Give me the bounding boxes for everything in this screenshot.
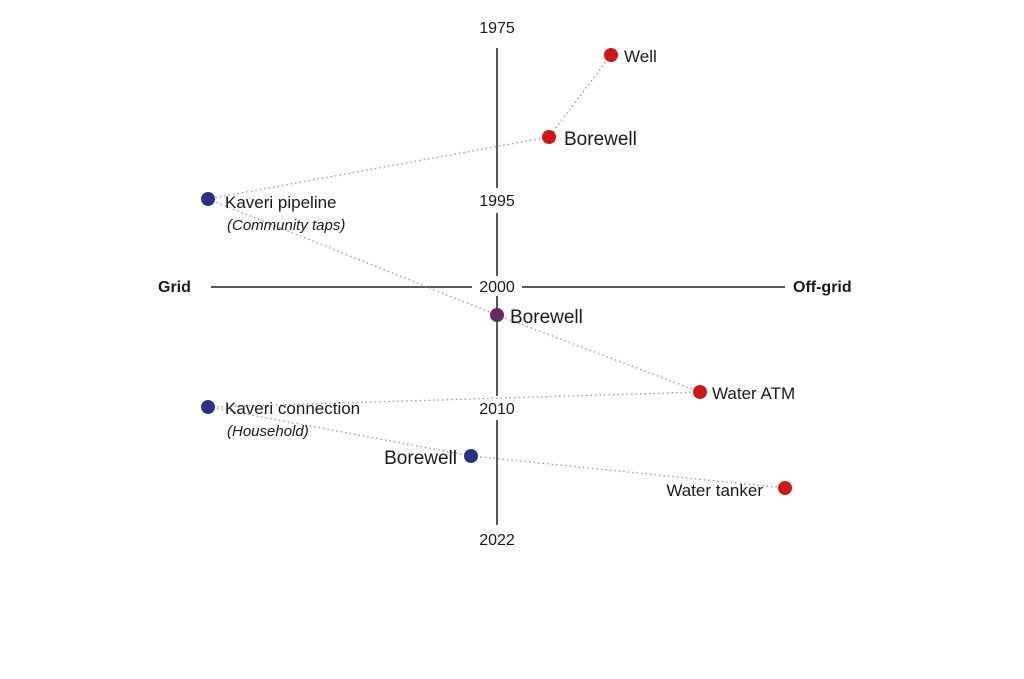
node-marker-offgrid bbox=[542, 130, 556, 144]
year-tick-1975: 1975 bbox=[479, 20, 515, 37]
node-marker-grid bbox=[464, 449, 478, 463]
connector-line bbox=[470, 455, 786, 489]
connector-line bbox=[207, 136, 550, 200]
year-tick-2010: 2010 bbox=[479, 401, 515, 418]
node-label: Borewell bbox=[510, 307, 583, 328]
axes: Grid Off-grid 1975 1995 2000 2010 2022 bbox=[158, 20, 852, 549]
node-marker-offgrid bbox=[693, 385, 707, 399]
node-marker-grid bbox=[201, 400, 215, 414]
connector-line bbox=[207, 391, 701, 408]
year-tick-2022: 2022 bbox=[479, 532, 515, 549]
node-marker-offgrid bbox=[604, 48, 618, 62]
node-label: Well bbox=[624, 47, 657, 66]
year-tick-2000: 2000 bbox=[479, 279, 515, 296]
connector-lines bbox=[207, 54, 786, 489]
node-sublabel: (Household) bbox=[227, 423, 309, 440]
node-label: Kaveri connection bbox=[225, 399, 360, 418]
connector-line bbox=[496, 314, 701, 393]
off-grid-axis-label: Off-grid bbox=[793, 279, 852, 296]
node-label: Kaveri pipeline bbox=[225, 193, 337, 212]
node-label: Borewell bbox=[564, 129, 637, 150]
connector-line bbox=[548, 54, 612, 138]
year-tick-1995: 1995 bbox=[479, 193, 515, 210]
node-sublabel: (Community taps) bbox=[227, 217, 345, 234]
node-label: Water ATM bbox=[712, 384, 795, 403]
grid-axis-label: Grid bbox=[158, 279, 191, 296]
node-marker-grid bbox=[201, 192, 215, 206]
node-marker-mixed bbox=[490, 308, 504, 322]
node-label: Borewell bbox=[384, 448, 457, 469]
node-marker-offgrid bbox=[778, 481, 792, 495]
node-label: Water tanker bbox=[666, 481, 763, 500]
